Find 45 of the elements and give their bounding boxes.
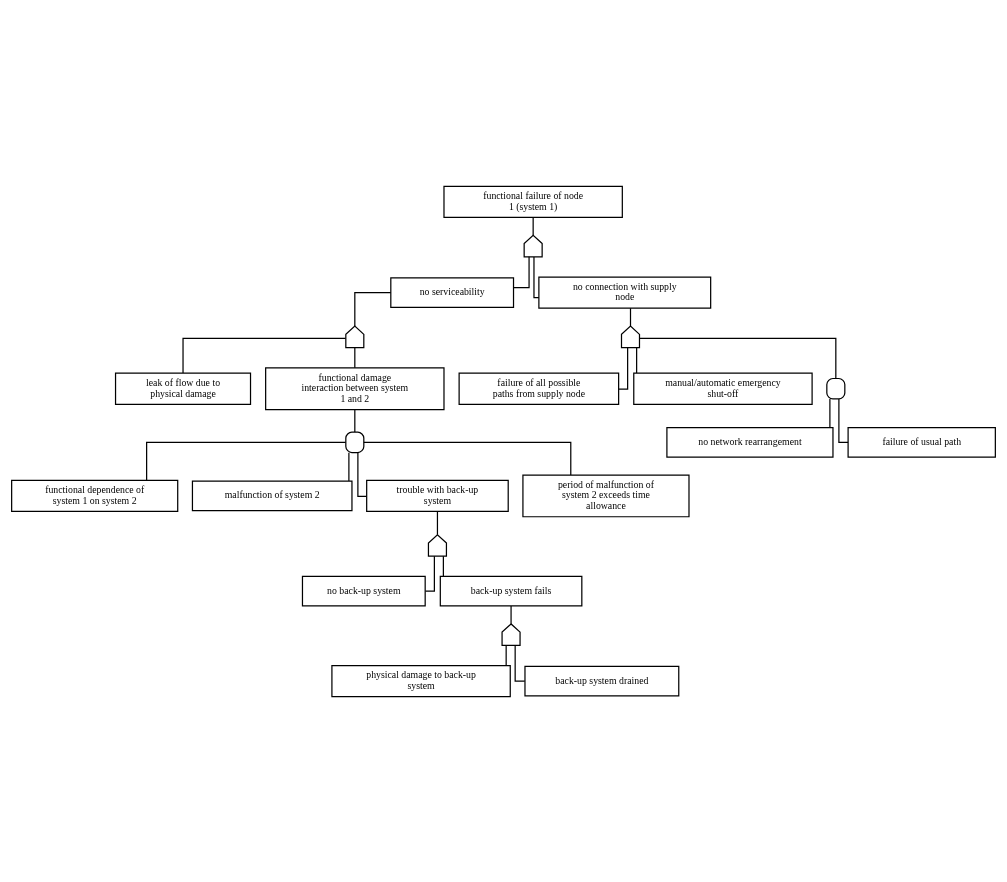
connector [638,337,837,379]
node-box: trouble with back-up system [366,479,509,512]
connector [505,644,507,666]
node-box: no back-up system [301,575,426,607]
node-dome [345,430,365,453]
connector [354,346,356,368]
connector [436,510,439,535]
connector [829,397,831,428]
node-box: no serviceability [390,276,515,308]
node-box: no network rearrangement [666,426,834,458]
connector [354,408,356,432]
connector [348,451,350,482]
connector [424,555,435,592]
node-dome [826,377,846,400]
connector [618,346,629,390]
node-box: functional damage interaction between system 1 and 2 [265,366,445,410]
connector [533,255,540,298]
node-bullet [501,622,521,646]
node-box: functional dependence of system 1 on system 2 [11,479,179,512]
node-box: period of malfunction of system 2 exceeds time allowance [522,473,690,517]
node-box: malfunction of system 2 [191,480,353,511]
connector [442,555,444,577]
connector [363,441,572,476]
node-box: no connection with supply node [538,275,712,309]
connector [182,337,347,374]
node-box: leak of flow due to physical damage [114,372,252,405]
connector [838,397,849,443]
connector [146,441,347,481]
connector [514,644,526,682]
node-bullet [427,533,448,557]
connector [636,346,638,374]
connector [510,604,512,624]
node-box: failure of all possible paths from supply node [458,372,620,405]
node-box: physical damage to back-up system [331,664,511,697]
node-box: back-up system fails [439,575,583,607]
node-box: back-up system drained [524,665,680,697]
node-box: manual/automatic emergency shut-off [633,372,813,405]
connector [354,291,392,327]
node-bullet [523,234,543,257]
node-box: failure of usual path [847,426,996,458]
connector [357,451,368,497]
connector [513,255,530,288]
node-bullet [345,324,365,348]
node-bullet [620,324,641,348]
node-box: functional failure of node 1 (system 1) [443,185,623,218]
